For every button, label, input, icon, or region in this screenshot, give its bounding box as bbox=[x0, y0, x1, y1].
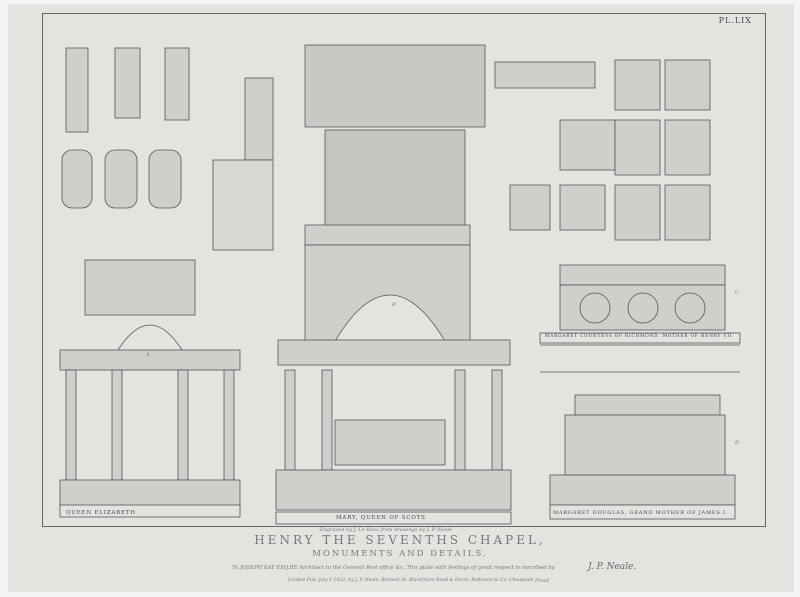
plate-border bbox=[42, 13, 766, 527]
plate-title: HENRY THE SEVENTHS CHAPEL, bbox=[254, 533, 546, 547]
engraver-line: Engraved by J. Le Keux from drawings by … bbox=[320, 527, 452, 533]
detail-panels bbox=[494, 59, 711, 241]
caption-mary: Mary, Queen of Scots bbox=[336, 515, 426, 521]
monument-douglas bbox=[549, 394, 736, 520]
monument-mary bbox=[275, 129, 512, 525]
letter-c: C bbox=[735, 290, 739, 296]
caption-richmond: Margaret Countess of Richmond, Mother of… bbox=[545, 334, 733, 339]
detail-beasts bbox=[61, 47, 190, 209]
detail-angel-frieze bbox=[304, 44, 486, 128]
letter-a: A bbox=[146, 352, 150, 358]
monument-richmond bbox=[539, 264, 741, 344]
letter-b: B bbox=[392, 302, 396, 308]
dedication: To JOSEPH KAY ESQ.RE Architect to the Ge… bbox=[232, 565, 555, 571]
letter-d: D bbox=[735, 440, 740, 446]
signature: J. P. Neale. bbox=[588, 562, 637, 572]
plate-subtitle: MONUMENTS AND DETAILS. bbox=[312, 549, 488, 559]
plate-number: PL.LIX bbox=[718, 16, 752, 25]
detail-figure bbox=[212, 77, 274, 251]
monument-elizabeth bbox=[59, 259, 241, 518]
caption-elizabeth: Queen Elizabeth bbox=[66, 510, 136, 516]
proof-mark: Proof bbox=[535, 578, 549, 584]
imprint: London Pub. July 1 1822, by J. P. Neale,… bbox=[288, 578, 534, 583]
caption-douglas: Margaret Douglas, Grand Mother of James … bbox=[553, 510, 729, 516]
